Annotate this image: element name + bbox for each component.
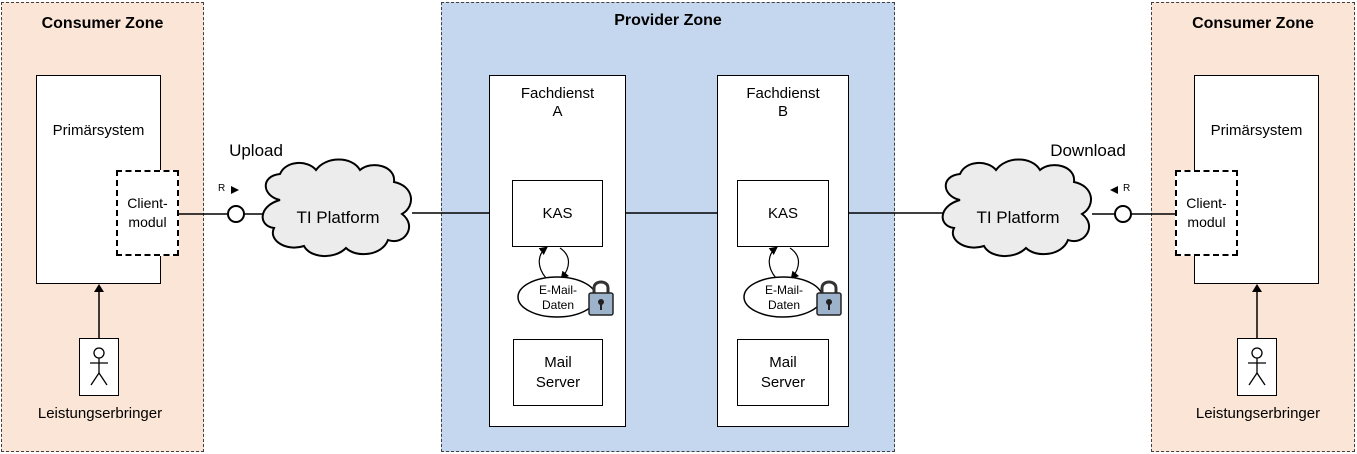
kas-label: KAS (542, 205, 573, 222)
kas-data-arrow-a (538, 246, 548, 279)
mail-server-b: Mail Server (737, 339, 829, 406)
kas-box-b: KAS (737, 180, 829, 247)
arrow-right-icon (231, 186, 239, 194)
data-kas-arrow-a (559, 247, 570, 280)
arrow-left-icon (1110, 186, 1118, 194)
mail-server-label: Mail Server (535, 353, 581, 391)
lock-icon (816, 280, 842, 316)
actor-stick-figure-icon (1248, 347, 1266, 386)
client-module-right: Client- modul (1175, 170, 1238, 256)
zone-title: Consumer Zone (41, 15, 164, 32)
client-module-left: Client- modul (116, 170, 179, 256)
action-label-upload: Upload (229, 141, 283, 160)
actor-label-left: Leistungserbringer (37, 405, 163, 422)
client-module-label: Client- modul (127, 195, 168, 230)
zone-title: Consumer Zone (1192, 15, 1314, 32)
action-label-download: Download (1050, 141, 1126, 160)
actor-box-right (1237, 338, 1277, 396)
email-data-label-a: E-Mail- Daten (539, 283, 577, 312)
kas-data-arrow-b (768, 246, 778, 279)
actor-box-left (79, 338, 119, 396)
email-data-label-b: E-Mail- Daten (765, 283, 803, 312)
zone-title: Provider Zone (614, 12, 722, 29)
lock-icon (588, 280, 614, 316)
fachdienst-title: Fachdienst A (520, 85, 595, 120)
actor-label-right: Leistungserbringer (1195, 405, 1321, 422)
network-label-right: TI Platform (976, 208, 1060, 227)
network-label-left: TI Platform (296, 208, 380, 227)
primary-system-label: Primärsystem (1210, 122, 1303, 139)
data-kas-arrow-b (789, 247, 800, 280)
cloud-shape-left (261, 158, 412, 257)
mail-server-a: Mail Server (513, 339, 603, 406)
kas-label: KAS (767, 205, 798, 222)
primary-system-label: Primärsystem (52, 122, 145, 139)
ref-marker: R (1123, 183, 1131, 194)
fachdienst-title: Fachdienst B (746, 85, 820, 120)
ref-marker: R (218, 183, 226, 194)
cloud-shape-right (941, 158, 1092, 257)
kas-box-a: KAS (512, 180, 603, 247)
actor-stick-figure-icon (90, 347, 108, 386)
client-module-label: Client- modul (1186, 195, 1227, 230)
mail-server-label: Mail Server (760, 353, 806, 391)
